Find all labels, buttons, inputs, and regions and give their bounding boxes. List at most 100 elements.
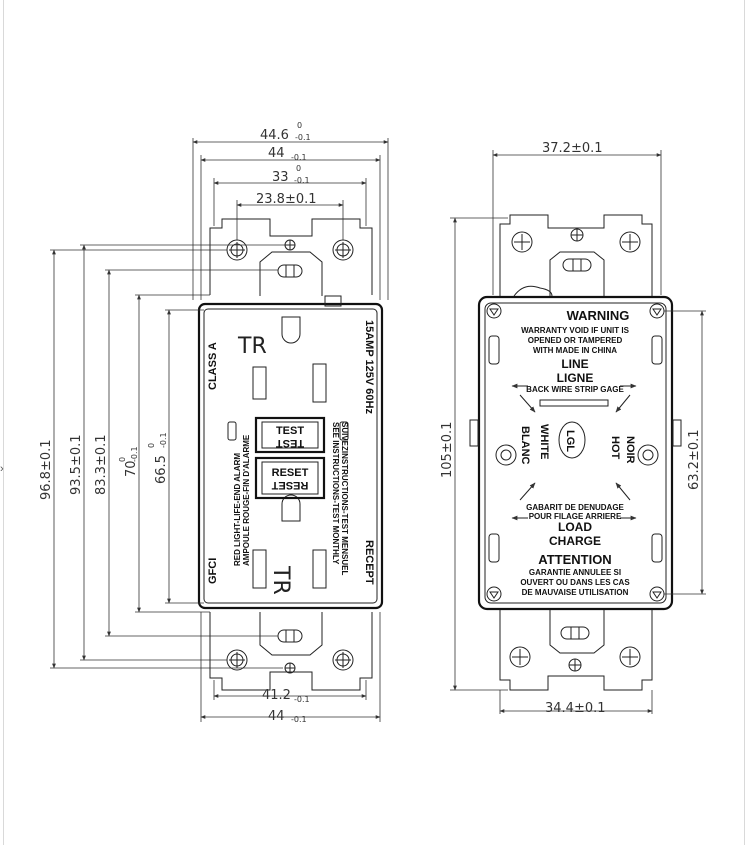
front-view: TEST TEST RESET RESET TR TR CLASS A GFCI… (39, 121, 389, 724)
back-top-left-hole (511, 231, 533, 253)
svg-text:44: 44 (268, 146, 285, 161)
reset-button: RESET RESET (254, 456, 326, 500)
white-label: WHITE (538, 424, 550, 459)
dim-70: 70 0 -0.1 (118, 446, 139, 477)
svg-text:RESET: RESET (272, 467, 309, 479)
svg-text:-0.1: -0.1 (130, 446, 139, 462)
ligne-label: LIGNE (557, 371, 594, 385)
back-body-inner (484, 302, 667, 604)
svg-text:0: 0 (118, 457, 127, 462)
dim-37-2: 37.2±0.1 (542, 141, 603, 156)
dim-44-top: 44 -0.1 (268, 146, 307, 162)
svg-text:0: 0 (297, 121, 302, 130)
instr-label-1: SEE INSTRUCTIONS-TEST MONTHLY (331, 422, 340, 565)
ground-label: LGL (564, 430, 576, 452)
svg-text:-0.1: -0.1 (291, 715, 307, 724)
back-top-right-hole (619, 231, 641, 253)
instr-label-2: SUIVEZINSTRUCTIONS-TEST MENSUEL (340, 422, 349, 575)
warranty-line-2: OPENED OR TAMPERED (528, 336, 623, 345)
svg-text:23.8±0.1: 23.8±0.1 (256, 192, 317, 207)
svg-text:0: 0 (296, 164, 301, 173)
dim-63-2: 63.2±0.1 (687, 429, 702, 490)
front-top-left-hole (226, 239, 248, 261)
back-bottom-center-hole (568, 658, 582, 672)
dim-44-6: 44.6 0 -0.1 (260, 121, 311, 143)
svg-text:33: 33 (272, 170, 289, 185)
top-ground-slot (281, 316, 301, 344)
back-bottom-right-hole (619, 646, 641, 668)
back-top-strap (499, 214, 653, 296)
front-bottom-strap (209, 612, 373, 691)
strip-gage (539, 399, 609, 407)
blanc-label: BLANC (519, 426, 531, 465)
gfci-label: GFCI (207, 558, 219, 584)
back-bottom-left-hole (509, 646, 531, 668)
dim-23-8: 23.8±0.1 (256, 192, 317, 207)
garantie-line-1: GARANTIE ANNULEE SI (529, 568, 621, 577)
front-dimension-lines (52, 140, 389, 719)
dim-105: 105±0.1 (440, 422, 455, 478)
front-bottom-center-hole (284, 662, 296, 674)
terminal-hot (637, 444, 659, 466)
dim-66-5: 66.5 0 -0.1 (147, 432, 169, 484)
back-side-clips (469, 335, 682, 563)
frame-right-line (744, 0, 745, 845)
warning-label: WARNING (567, 308, 630, 323)
top-hot-slot (312, 363, 327, 403)
front-face-outer (197, 302, 384, 610)
svg-text:44.6: 44.6 (260, 128, 289, 143)
svg-text:44: 44 (268, 709, 285, 724)
back-dimension-lines (453, 153, 704, 713)
back-top-center-hole (570, 228, 584, 242)
svg-text:-0.1: -0.1 (294, 695, 310, 704)
alarm-label-2: AMPOULE ROUGE-FIN D'ALARME (242, 434, 251, 566)
back-corner-screws (486, 303, 665, 602)
svg-text:-0.1: -0.1 (159, 432, 168, 448)
hot-label: HOT (609, 436, 621, 460)
garantie-line-2: OUVERT OU DANS LES CAS (520, 578, 630, 587)
svg-text:TEST: TEST (276, 437, 304, 449)
attention-label: ATTENTION (538, 552, 611, 567)
gabarit-line-1: GABARIT DE DENUDAGE (526, 503, 624, 512)
dim-96-8: 96.8±0.1 (39, 439, 54, 500)
tr-top-label: TR (237, 334, 267, 359)
strip-gage-label: BACK WIRE STRIP GAGE (526, 385, 624, 394)
class-a-label: CLASS A (207, 342, 219, 390)
test-button: TEST TEST (254, 416, 326, 454)
top-neutral-slot (252, 366, 267, 400)
svg-text:-0.1: -0.1 (295, 133, 311, 142)
front-bottom-left-hole (226, 649, 248, 671)
front-bottom-slot (277, 629, 303, 643)
dim-34-4: 34.4±0.1 (545, 701, 606, 716)
dim-44-bottom: 44 -0.1 (268, 709, 307, 724)
svg-text:-0.1: -0.1 (294, 176, 310, 185)
back-body-outer (477, 295, 674, 611)
front-face-inner (203, 308, 378, 604)
bottom-ground-slot (281, 494, 301, 522)
bottom-neutral-slot (252, 549, 267, 589)
edge-mark: › (0, 463, 4, 475)
front-top-center-hole (284, 239, 296, 251)
terminal-white (495, 444, 517, 466)
frame-left-line (3, 0, 4, 845)
front-top-strap (209, 218, 373, 295)
warranty-line-3: WITH MADE IN CHINA (533, 346, 617, 355)
back-view: WARNING WARRANTY VOID IF UNIT IS OPENED … (440, 141, 706, 716)
svg-text:70: 70 (124, 460, 139, 477)
dim-33: 33 0 -0.1 (272, 164, 310, 185)
svg-text:0: 0 (147, 443, 156, 448)
indicator-light-right (339, 421, 349, 441)
svg-text:-0.1: -0.1 (291, 153, 307, 162)
tr-bottom-label: TR (268, 565, 293, 595)
svg-text:41.2: 41.2 (262, 688, 291, 703)
warranty-line-1: WARRANTY VOID IF UNIT IS (521, 326, 630, 335)
noir-label: NOIR (624, 436, 636, 464)
dim-83-3: 83.3±0.1 (94, 434, 109, 495)
indicator-light-left (227, 421, 237, 441)
gabarit-line-2: POUR FILAGE ARRIERE (529, 512, 622, 521)
recept-label: RECEPT (363, 540, 375, 585)
svg-text:RESET: RESET (271, 479, 308, 491)
bottom-hot-slot (312, 549, 327, 589)
front-top-right-hole (332, 239, 354, 261)
